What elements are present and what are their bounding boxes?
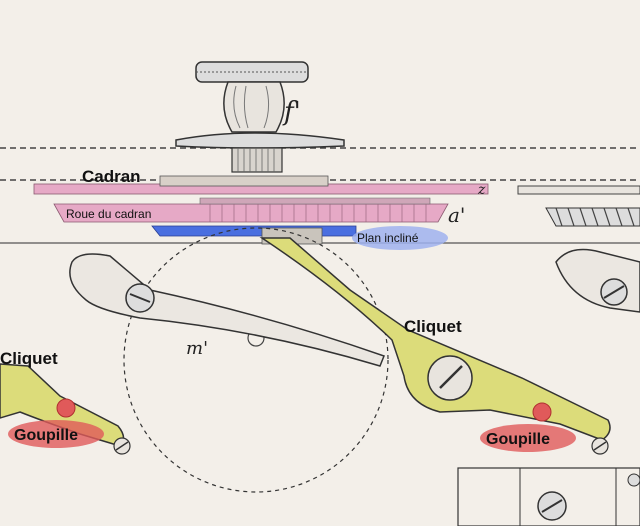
label-plan-incline: Plan incliné [357,231,419,245]
right-gear-fragment [517,185,640,227]
goupille-left-marker [8,398,104,448]
label-cliquet-left: Cliquet [0,349,58,368]
cadran-band [33,175,489,195]
label-cliquet-right: Cliquet [404,317,462,336]
wheel-outline [123,227,389,493]
label-goupille-left: Goupille [14,427,78,444]
label-f-prime: f' [282,97,301,127]
label-z: z [477,182,486,198]
right-spring-piece [555,248,640,313]
label-cadran: Cadran [82,167,141,186]
plan-incline [151,225,448,250]
label-a-prime: a' [448,203,465,227]
bottom-plate [457,467,640,526]
label-m-prime: m' [186,338,208,359]
crown-knob [175,61,345,173]
roue-du-cadran [53,197,449,223]
label-goupille-right: Goupille [486,431,550,448]
cliquet-right [259,237,611,455]
goupille-right-marker [480,402,576,452]
label-roue-du-cadran: Roue du cadran [66,207,151,221]
spring-arm [69,253,385,367]
